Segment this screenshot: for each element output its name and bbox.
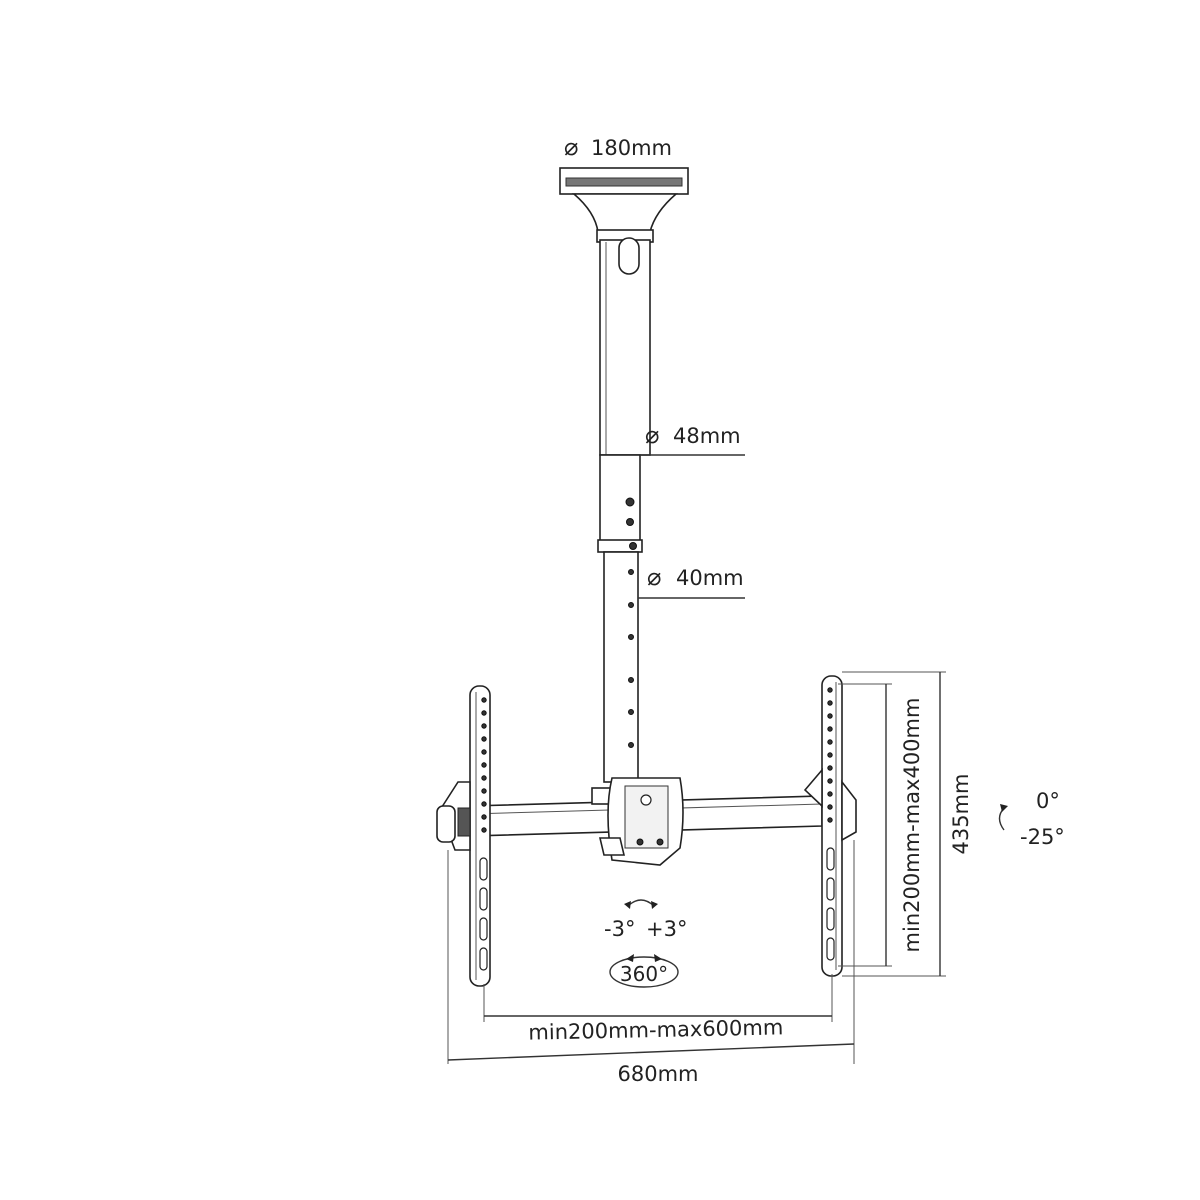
rotation-label: 360° [620,962,668,986]
lower-pole-diameter-label: 40mm [676,566,744,590]
swivel-arrow-icon [627,899,655,907]
tilt-min-label: -25° [1020,825,1065,849]
tilt-max-label: 0° [1036,789,1060,813]
swivel-arrow-head-right [651,901,658,909]
horizontal-hole-spacing-label: min200mm-max600mm [528,1015,783,1044]
overall-width-label: 680mm [618,1062,699,1086]
ceiling-plate-diameter-label: 180mm [591,136,672,160]
diameter-symbol-180: ⌀ [564,133,578,161]
dimension-lines [447,454,946,1064]
ceiling-plate [559,167,689,243]
right-bracket [803,675,857,977]
bracket-height-label: 435mm [949,774,973,855]
lower-pole [603,551,639,783]
tilt-arrow-head [1000,804,1008,812]
diameter-symbol-40: ⌀ [647,563,661,591]
swivel-right-label: +3° [646,917,687,941]
swivel-left-label: -3° [604,917,635,941]
pivot-head [591,777,684,866]
upper-pole-diameter-label: 48mm [673,424,741,448]
tilt-arrow-icon [998,807,1005,831]
vertical-hole-spacing-label: min200mm-max400mm [900,698,924,953]
diameter-symbol-48: ⌀ [645,421,659,449]
upper-pole [597,237,651,553]
rotation-arrow-head-left [626,954,634,962]
rotation-arrow-head-right [654,954,662,962]
left-bracket [436,685,491,987]
swivel-arrow-head-left [624,901,631,909]
rotation-arrow-icon [609,956,679,988]
